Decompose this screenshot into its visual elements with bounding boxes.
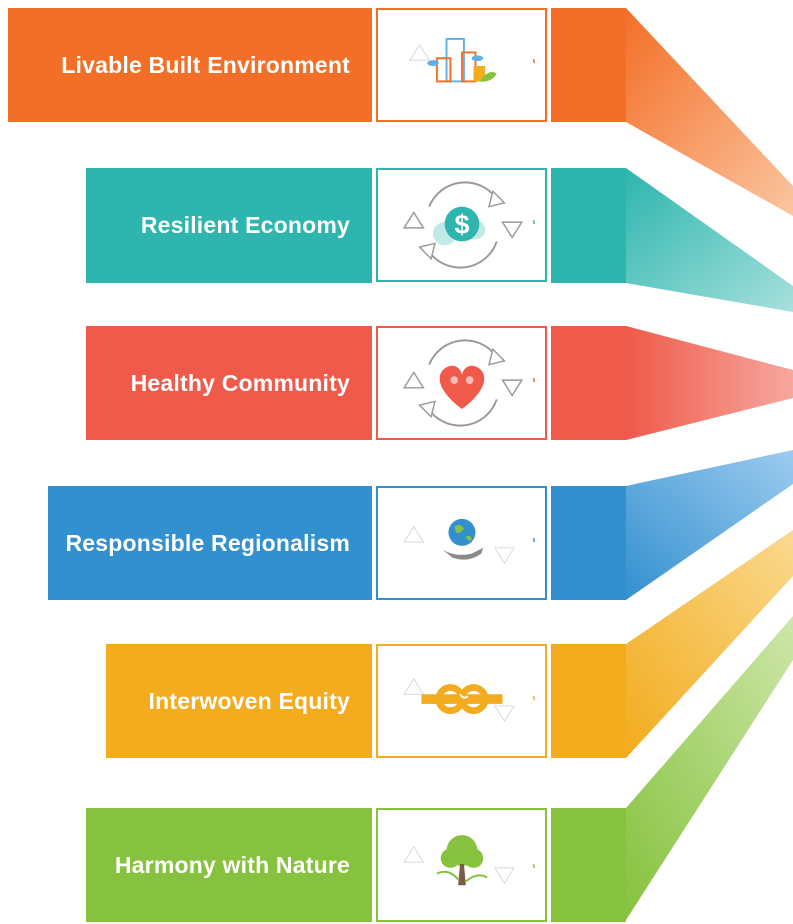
icon-box-livable [376, 8, 547, 122]
pillar-label-resilient: Resilient Economy [86, 168, 372, 283]
ribbon-livable [626, 8, 793, 216]
heart-cycle-icon [402, 339, 536, 427]
cap-resilient [551, 168, 626, 283]
cap-nature [551, 808, 626, 922]
ribbon-equity [626, 530, 793, 758]
pillar-label-regionalism: Responsible Regionalism [48, 486, 372, 600]
cap-healthy [551, 326, 626, 440]
buildings-icon [409, 37, 536, 83]
dollar-cycle-icon: $ [402, 181, 536, 269]
icon-box-equity [376, 644, 547, 758]
globe-hand-icon [403, 518, 536, 565]
ribbon-regionalism [626, 450, 793, 600]
icon-box-regionalism [376, 486, 547, 600]
knot-icon [403, 677, 536, 723]
pillar-label-livable: Livable Built Environment [8, 8, 372, 122]
ribbon-resilient [626, 168, 793, 312]
tree-icon [403, 835, 536, 886]
ribbon-healthy [626, 326, 793, 440]
pillar-label-nature: Harmony with Nature [86, 808, 372, 922]
ribbon-nature [626, 616, 793, 920]
icon-box-resilient: $ [376, 168, 547, 282]
cap-regionalism [551, 486, 626, 600]
icon-box-healthy [376, 326, 547, 440]
icon-box-nature [376, 808, 547, 922]
pillar-label-equity: Interwoven Equity [106, 644, 372, 758]
pillar-label-healthy: Healthy Community [86, 326, 372, 440]
cap-equity [551, 644, 626, 758]
svg-text:$: $ [454, 210, 469, 240]
cap-livable [551, 8, 626, 122]
